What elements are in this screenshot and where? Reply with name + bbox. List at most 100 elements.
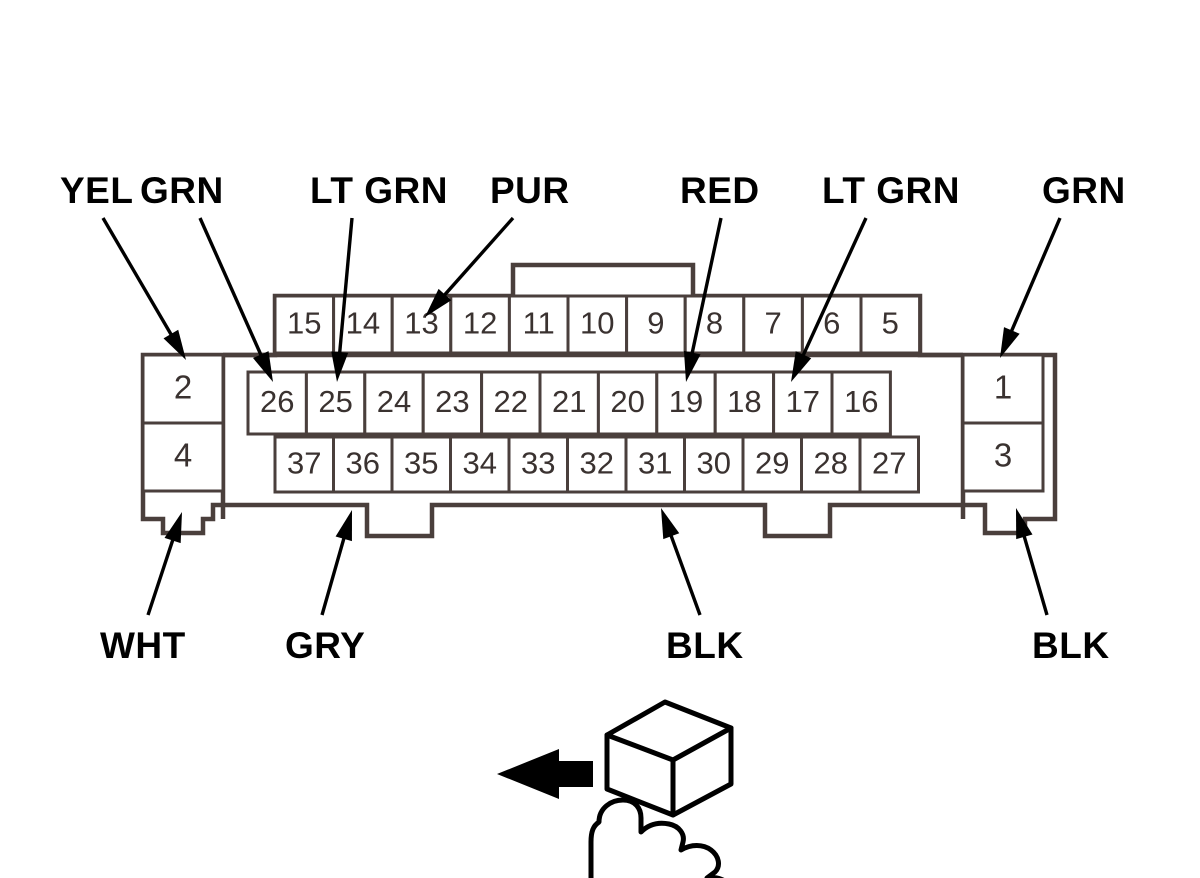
pin-cell-box xyxy=(332,435,394,494)
pin-number-label: 12 xyxy=(463,306,497,341)
pin-cell-17: 17 xyxy=(772,370,834,436)
pin-number-label: 4 xyxy=(174,437,192,474)
pin-cell-2: 2 xyxy=(141,353,225,425)
pin-cell-10: 10 xyxy=(566,294,629,355)
pur-arrowhead-icon xyxy=(425,288,452,317)
pin-cell-23: 23 xyxy=(421,370,484,436)
wire-color-label-ltgrn2: LT GRN xyxy=(822,170,960,211)
pin-cell-13: 13 xyxy=(390,294,453,355)
wire-color-label-red: RED xyxy=(680,170,760,211)
red-leader-line xyxy=(689,217,723,359)
pin-number-label: 18 xyxy=(727,384,761,419)
yel-arrowhead-icon xyxy=(163,329,186,360)
pin-number-label: 30 xyxy=(697,446,731,481)
gry-arrowhead-icon xyxy=(335,510,352,542)
pin-number-label: 11 xyxy=(523,306,555,341)
pin-cell-24: 24 xyxy=(363,370,425,436)
pin-cell-box xyxy=(830,370,892,436)
pin-number-label: 10 xyxy=(580,306,614,341)
pin-cell-box xyxy=(772,370,834,436)
pin-number-label: 3 xyxy=(994,437,1012,474)
hand-icon xyxy=(588,797,725,878)
pin-cell-1: 1 xyxy=(961,353,1045,425)
wht-arrowhead-icon xyxy=(164,512,182,544)
pin-cell-box xyxy=(141,421,225,493)
pin-cell-34: 34 xyxy=(449,435,511,494)
pin-cell-box xyxy=(507,435,569,494)
pin-number-label: 25 xyxy=(318,384,352,419)
pin-cell-box xyxy=(390,435,452,494)
pin-cell-12: 12 xyxy=(449,294,511,355)
pin-number-label: 20 xyxy=(610,384,644,419)
pin-number-label: 36 xyxy=(346,446,380,481)
yel-leader-line xyxy=(101,217,176,341)
pin-cell-27: 27 xyxy=(858,435,920,494)
ltgrn2-arrowhead-icon xyxy=(791,351,812,382)
wire-color-label-grn2: GRN xyxy=(1042,170,1126,211)
pin-cell-box xyxy=(304,370,367,436)
ltgrn1-leader-line xyxy=(337,217,354,359)
pin-number-label: 14 xyxy=(346,306,380,341)
pin-number-label: 19 xyxy=(669,384,703,419)
red-arrowhead-icon xyxy=(683,350,701,382)
pin-number-label: 29 xyxy=(755,446,789,481)
pin-cell-box xyxy=(538,370,600,436)
pin-number-label: 2 xyxy=(174,369,192,406)
blk2-leader-line xyxy=(1021,530,1049,616)
blk2-arrowhead-icon xyxy=(1016,508,1033,540)
grn2-arrowhead-icon xyxy=(1000,327,1020,358)
pin-number-label: 9 xyxy=(647,306,664,341)
pin-cell-28: 28 xyxy=(800,435,862,494)
pin-cell-37: 37 xyxy=(273,435,335,494)
pin-cell-box xyxy=(566,294,629,355)
pin-number-label: 33 xyxy=(521,446,555,481)
pin-cell-4: 4 xyxy=(141,421,225,493)
pin-number-label: 26 xyxy=(260,384,294,419)
blk1-leader-line xyxy=(667,529,702,616)
pin-cell-box xyxy=(800,294,863,355)
pin-cell-box xyxy=(507,294,570,355)
hand-holding-connector-icon xyxy=(497,699,734,878)
pin-number-label: 17 xyxy=(786,384,820,419)
pin-number-label: 6 xyxy=(823,306,840,341)
pin-cell-box xyxy=(449,294,511,355)
pin-number-label: 37 xyxy=(287,446,321,481)
pin-cell-box xyxy=(859,294,922,355)
pin-number-label: 23 xyxy=(435,384,469,419)
wire-color-label-pur: PUR xyxy=(490,170,570,211)
push-arrow-icon xyxy=(497,749,593,799)
pin-number-label: 22 xyxy=(494,384,528,419)
pin-number-label: 32 xyxy=(580,446,614,481)
pin-cell-26: 26 xyxy=(246,370,308,436)
pin-cell-11: 11 xyxy=(507,294,570,355)
pin-cell-9: 9 xyxy=(625,294,687,355)
pin-cell-6: 6 xyxy=(800,294,863,355)
pin-cell-18: 18 xyxy=(713,370,776,436)
pin-cell-36: 36 xyxy=(332,435,394,494)
pin-number-label: 15 xyxy=(287,306,321,341)
wht-leader-line xyxy=(146,534,177,616)
pin-cell-16: 16 xyxy=(830,370,892,436)
grn2-leader-line xyxy=(1007,217,1062,337)
pin-cell-15: 15 xyxy=(273,294,336,355)
pin-number-label: 21 xyxy=(552,384,586,419)
pin-cell-box xyxy=(246,370,308,436)
pin-cell-21: 21 xyxy=(538,370,600,436)
pin-cell-box xyxy=(742,294,804,355)
pin-cell-22: 22 xyxy=(480,370,542,436)
pin-cell-box xyxy=(624,435,686,494)
wire-color-label-grn: GRN xyxy=(140,170,224,211)
wire-color-label-blk2: BLK xyxy=(1032,625,1110,666)
pin-cell-35: 35 xyxy=(390,435,452,494)
pin-number-label: 35 xyxy=(404,446,438,481)
grn-leader-line xyxy=(198,217,265,361)
blk1-arrowhead-icon xyxy=(661,508,680,540)
pur-leader-line xyxy=(439,216,515,301)
pin-cell-box xyxy=(363,370,425,436)
grn-arrowhead-icon xyxy=(253,351,273,382)
pin-number-label: 7 xyxy=(764,306,781,341)
pin-cell-box xyxy=(741,435,803,494)
